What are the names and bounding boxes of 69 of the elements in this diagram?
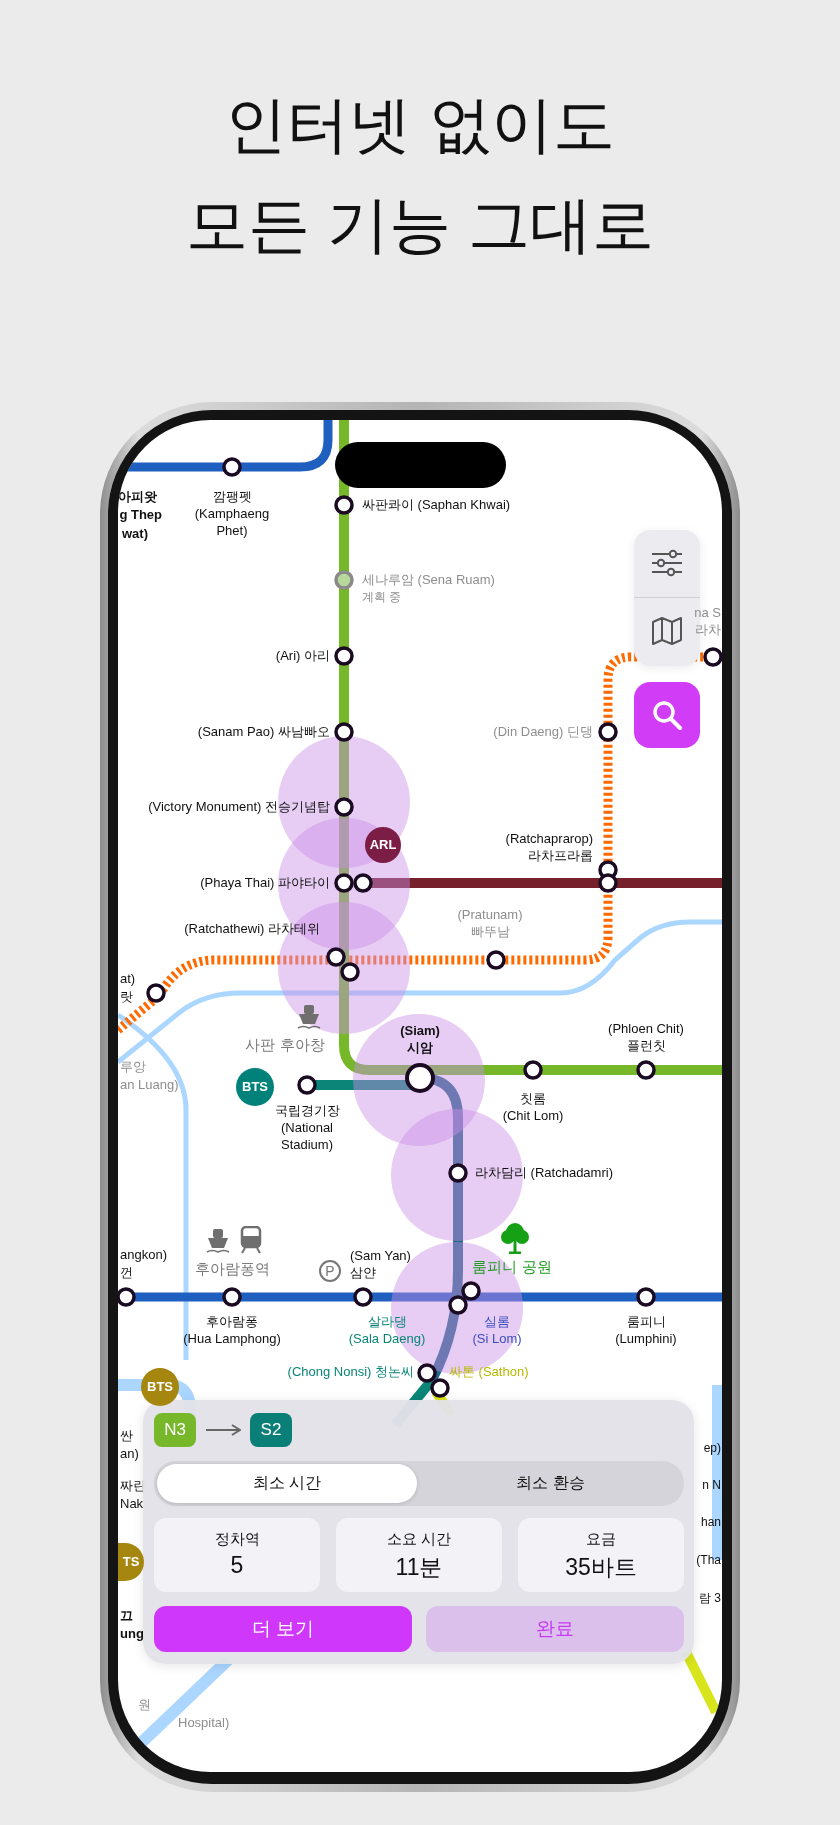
landmark-label: 룸피니 공원 (472, 1258, 552, 1275)
station-label: (Ari) 아리 (275, 647, 330, 664)
line-badge: ARL (365, 827, 401, 863)
station-label: (Pratunam) 빠뚜남 (456, 906, 524, 940)
station-label: (Phaya Thai) 파야타이 (200, 874, 330, 891)
station-label: (Tha (696, 1552, 721, 1569)
station-label: 라차담리 (Ratchadamri) (475, 1164, 613, 1181)
station-label: 라차 (695, 621, 721, 638)
station-label: 국립경기장 (National Stadium) (273, 1102, 341, 1153)
station-label: (Din Daeng) 딘댕 (493, 723, 593, 740)
station-label: (Siam) 시암 (399, 1022, 441, 1056)
station-label: (Chong Nonsi) 청논씨 (287, 1363, 414, 1380)
page-title: 인터넷 없이도 모든 기능 그대로 (184, 89, 656, 261)
station-label: (Phloen Chit) 플런칫 (607, 1020, 685, 1054)
line-badge: BTS (236, 1068, 274, 1106)
station-label: an Luang) (120, 1076, 179, 1093)
station-label: 끄 (120, 1607, 133, 1624)
station-label: 세나루암 (Sena Ruam) (362, 571, 495, 588)
line-badge: TS (118, 1543, 144, 1581)
station-label: han (700, 1514, 721, 1531)
station-label: 싸톤 (Sathon) (449, 1363, 529, 1380)
station-label: Hospital) (178, 1714, 230, 1731)
station-label: (Sanam Pao) 싸남빠오 (197, 723, 330, 740)
station-label: 실롬 (Si Lom) (471, 1313, 523, 1347)
station-label: ung (120, 1625, 144, 1642)
stat-value: 11분 (394, 1553, 444, 1582)
station-label: (Ratchathewi) 라차테위 (184, 920, 320, 937)
station-label: 아피왓 (118, 488, 157, 505)
more-button: 더 보기 (154, 1606, 412, 1652)
route-badge: S2 (250, 1413, 292, 1447)
station-label: at) (120, 970, 136, 987)
landmark-label: 후아람퐁역 (194, 1260, 270, 1277)
station-label: (Sam Yan) 삼얀 (350, 1247, 412, 1281)
stat-value: 5 (229, 1552, 245, 1579)
station-label: 짜란 (120, 1477, 146, 1494)
station-label: 살라댕 (Sala Daeng) (347, 1313, 427, 1347)
station-label: 랏 (120, 988, 133, 1005)
station-label: (Victory Monument) 전승기념탑 (148, 798, 330, 815)
station-label: 깜팽펫 (Kamphaeng Phet) (193, 488, 271, 539)
station-label: 후아람퐁 (Hua Lamphong) (182, 1313, 282, 1347)
station-label: angkon) (120, 1246, 167, 1263)
station-label: na S (694, 604, 721, 621)
station-label: 싸판콰이 (Saphan Khwai) (362, 496, 511, 513)
stat-value: 35바트 (564, 1553, 638, 1582)
station-label: wat) (122, 525, 148, 542)
station-label: 룸피니 (Lumphini) (614, 1313, 678, 1347)
station-label: Nak (120, 1495, 144, 1512)
station-label: g Thep (119, 506, 162, 523)
station-label: 껀 (120, 1264, 133, 1281)
stat-heading: 정차역 (213, 1530, 261, 1549)
station-label: 루앙 (120, 1058, 146, 1075)
stat-heading: 요금 (585, 1530, 617, 1549)
station-label: 람 3 (699, 1590, 721, 1607)
arrow (205, 1424, 241, 1436)
station-label: n N (702, 1477, 721, 1494)
parking-sign: P (319, 1260, 341, 1282)
station-label: an) (120, 1445, 139, 1462)
station-label: ep) (703, 1440, 721, 1457)
station-label: 칫롬 (Chit Lom) (501, 1090, 565, 1124)
stat-heading: 소요 시간 (385, 1530, 453, 1549)
route-badge: N3 (154, 1413, 196, 1447)
line-badge: BTS (141, 1368, 179, 1406)
tab: 최소 환승 (420, 1464, 681, 1503)
done-button: 완료 (426, 1606, 684, 1652)
station-label: 싼 (120, 1427, 133, 1444)
status-note: 계획 중 (362, 589, 402, 606)
station-label: 원 (138, 1696, 151, 1713)
station-label: (Ratchaprarop) 라차프라롭 (504, 830, 593, 864)
tab: 최소 시간 (157, 1464, 417, 1503)
